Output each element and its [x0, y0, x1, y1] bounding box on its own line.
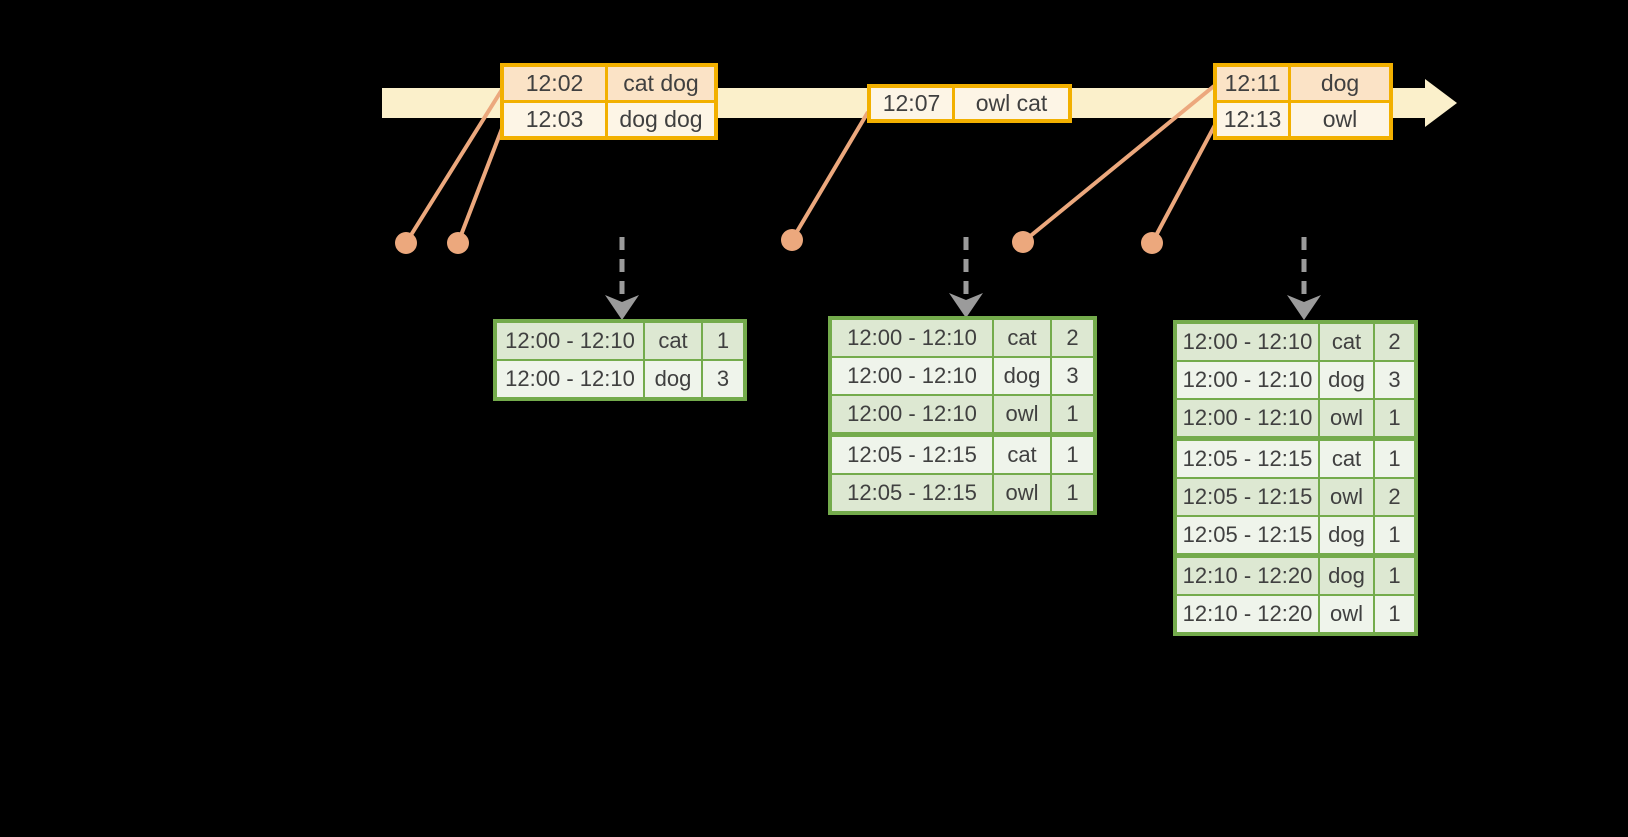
- result-window-cell: 12:00 - 12:10: [497, 361, 643, 397]
- result-count-cell: 1: [1052, 396, 1093, 432]
- result-word-cell: cat: [994, 437, 1050, 473]
- event-dot: [1141, 232, 1163, 254]
- result-count-cell: 3: [703, 361, 743, 397]
- event-words-cell: dog: [1291, 67, 1389, 100]
- event-words-cell: owl: [1291, 103, 1389, 136]
- event-dot: [447, 232, 469, 254]
- timeline-arrowhead-icon: [1425, 79, 1457, 127]
- result-window-cell: 12:05 - 12:15: [832, 475, 992, 511]
- result-count-cell: 2: [1052, 320, 1093, 356]
- trigger-arrowhead-icon: [949, 293, 983, 318]
- result-window-cell: 12:00 - 12:10: [1177, 324, 1318, 360]
- result-window-cell: 12:05 - 12:15: [832, 437, 992, 473]
- result-count-cell: 3: [1375, 362, 1414, 398]
- event-dot: [1012, 231, 1034, 253]
- result-count-cell: 2: [1375, 479, 1414, 515]
- result-word-cell: cat: [645, 323, 701, 359]
- result-window-cell: 12:10 - 12:20: [1177, 596, 1318, 632]
- event-connector-line: [1021, 84, 1216, 244]
- event-dot: [395, 232, 417, 254]
- result-word-cell: owl: [994, 396, 1050, 432]
- trigger-arrowhead-icon: [1287, 295, 1321, 320]
- result-count-cell: 1: [1375, 596, 1414, 632]
- event-connector-line: [404, 86, 505, 245]
- result-word-cell: cat: [1320, 324, 1373, 360]
- result-word-cell: dog: [1320, 517, 1373, 553]
- event-dot: [781, 229, 803, 251]
- trigger-arrowhead-icon: [605, 295, 639, 320]
- result-window-cell: 12:00 - 12:10: [1177, 362, 1318, 398]
- result-window-cell: 12:00 - 12:10: [832, 358, 992, 394]
- result-count-cell: 1: [1375, 558, 1414, 594]
- event-words-cell: dog dog: [608, 103, 714, 136]
- result-count-cell: 2: [1375, 324, 1414, 360]
- event-connector-line: [790, 110, 870, 242]
- result-count-cell: 1: [1375, 517, 1414, 553]
- result-word-cell: owl: [1320, 400, 1373, 436]
- result-window-cell: 12:05 - 12:15: [1177, 479, 1318, 515]
- result-count-cell: 1: [703, 323, 743, 359]
- event-time-cell: 12:07: [871, 88, 952, 119]
- result-word-cell: dog: [994, 358, 1050, 394]
- result-word-cell: cat: [994, 320, 1050, 356]
- result-window-cell: 12:05 - 12:15: [1177, 517, 1318, 553]
- result-window-cell: 12:00 - 12:10: [832, 320, 992, 356]
- result-count-cell: 1: [1052, 475, 1093, 511]
- event-connector-line: [456, 125, 505, 244]
- event-words-cell: cat dog: [608, 67, 714, 100]
- result-word-cell: dog: [645, 361, 701, 397]
- result-word-cell: cat: [1320, 441, 1373, 477]
- result-word-cell: dog: [1320, 362, 1373, 398]
- event-time-cell: 12:03: [504, 103, 605, 136]
- event-time-cell: 12:11: [1217, 67, 1288, 100]
- result-count-cell: 1: [1375, 400, 1414, 436]
- event-words-cell: owl cat: [955, 88, 1068, 119]
- result-window-cell: 12:10 - 12:20: [1177, 558, 1318, 594]
- result-window-cell: 12:00 - 12:10: [832, 396, 992, 432]
- event-time-cell: 12:02: [504, 67, 605, 100]
- result-window-cell: 12:05 - 12:15: [1177, 441, 1318, 477]
- event-time-cell: 12:13: [1217, 103, 1288, 136]
- result-word-cell: owl: [1320, 479, 1373, 515]
- result-count-cell: 3: [1052, 358, 1093, 394]
- result-count-cell: 1: [1375, 441, 1414, 477]
- result-window-cell: 12:00 - 12:10: [1177, 400, 1318, 436]
- result-word-cell: owl: [994, 475, 1050, 511]
- result-count-cell: 1: [1052, 437, 1093, 473]
- event-connector-line: [1150, 124, 1217, 244]
- result-window-cell: 12:00 - 12:10: [497, 323, 643, 359]
- result-word-cell: dog: [1320, 558, 1373, 594]
- result-word-cell: owl: [1320, 596, 1373, 632]
